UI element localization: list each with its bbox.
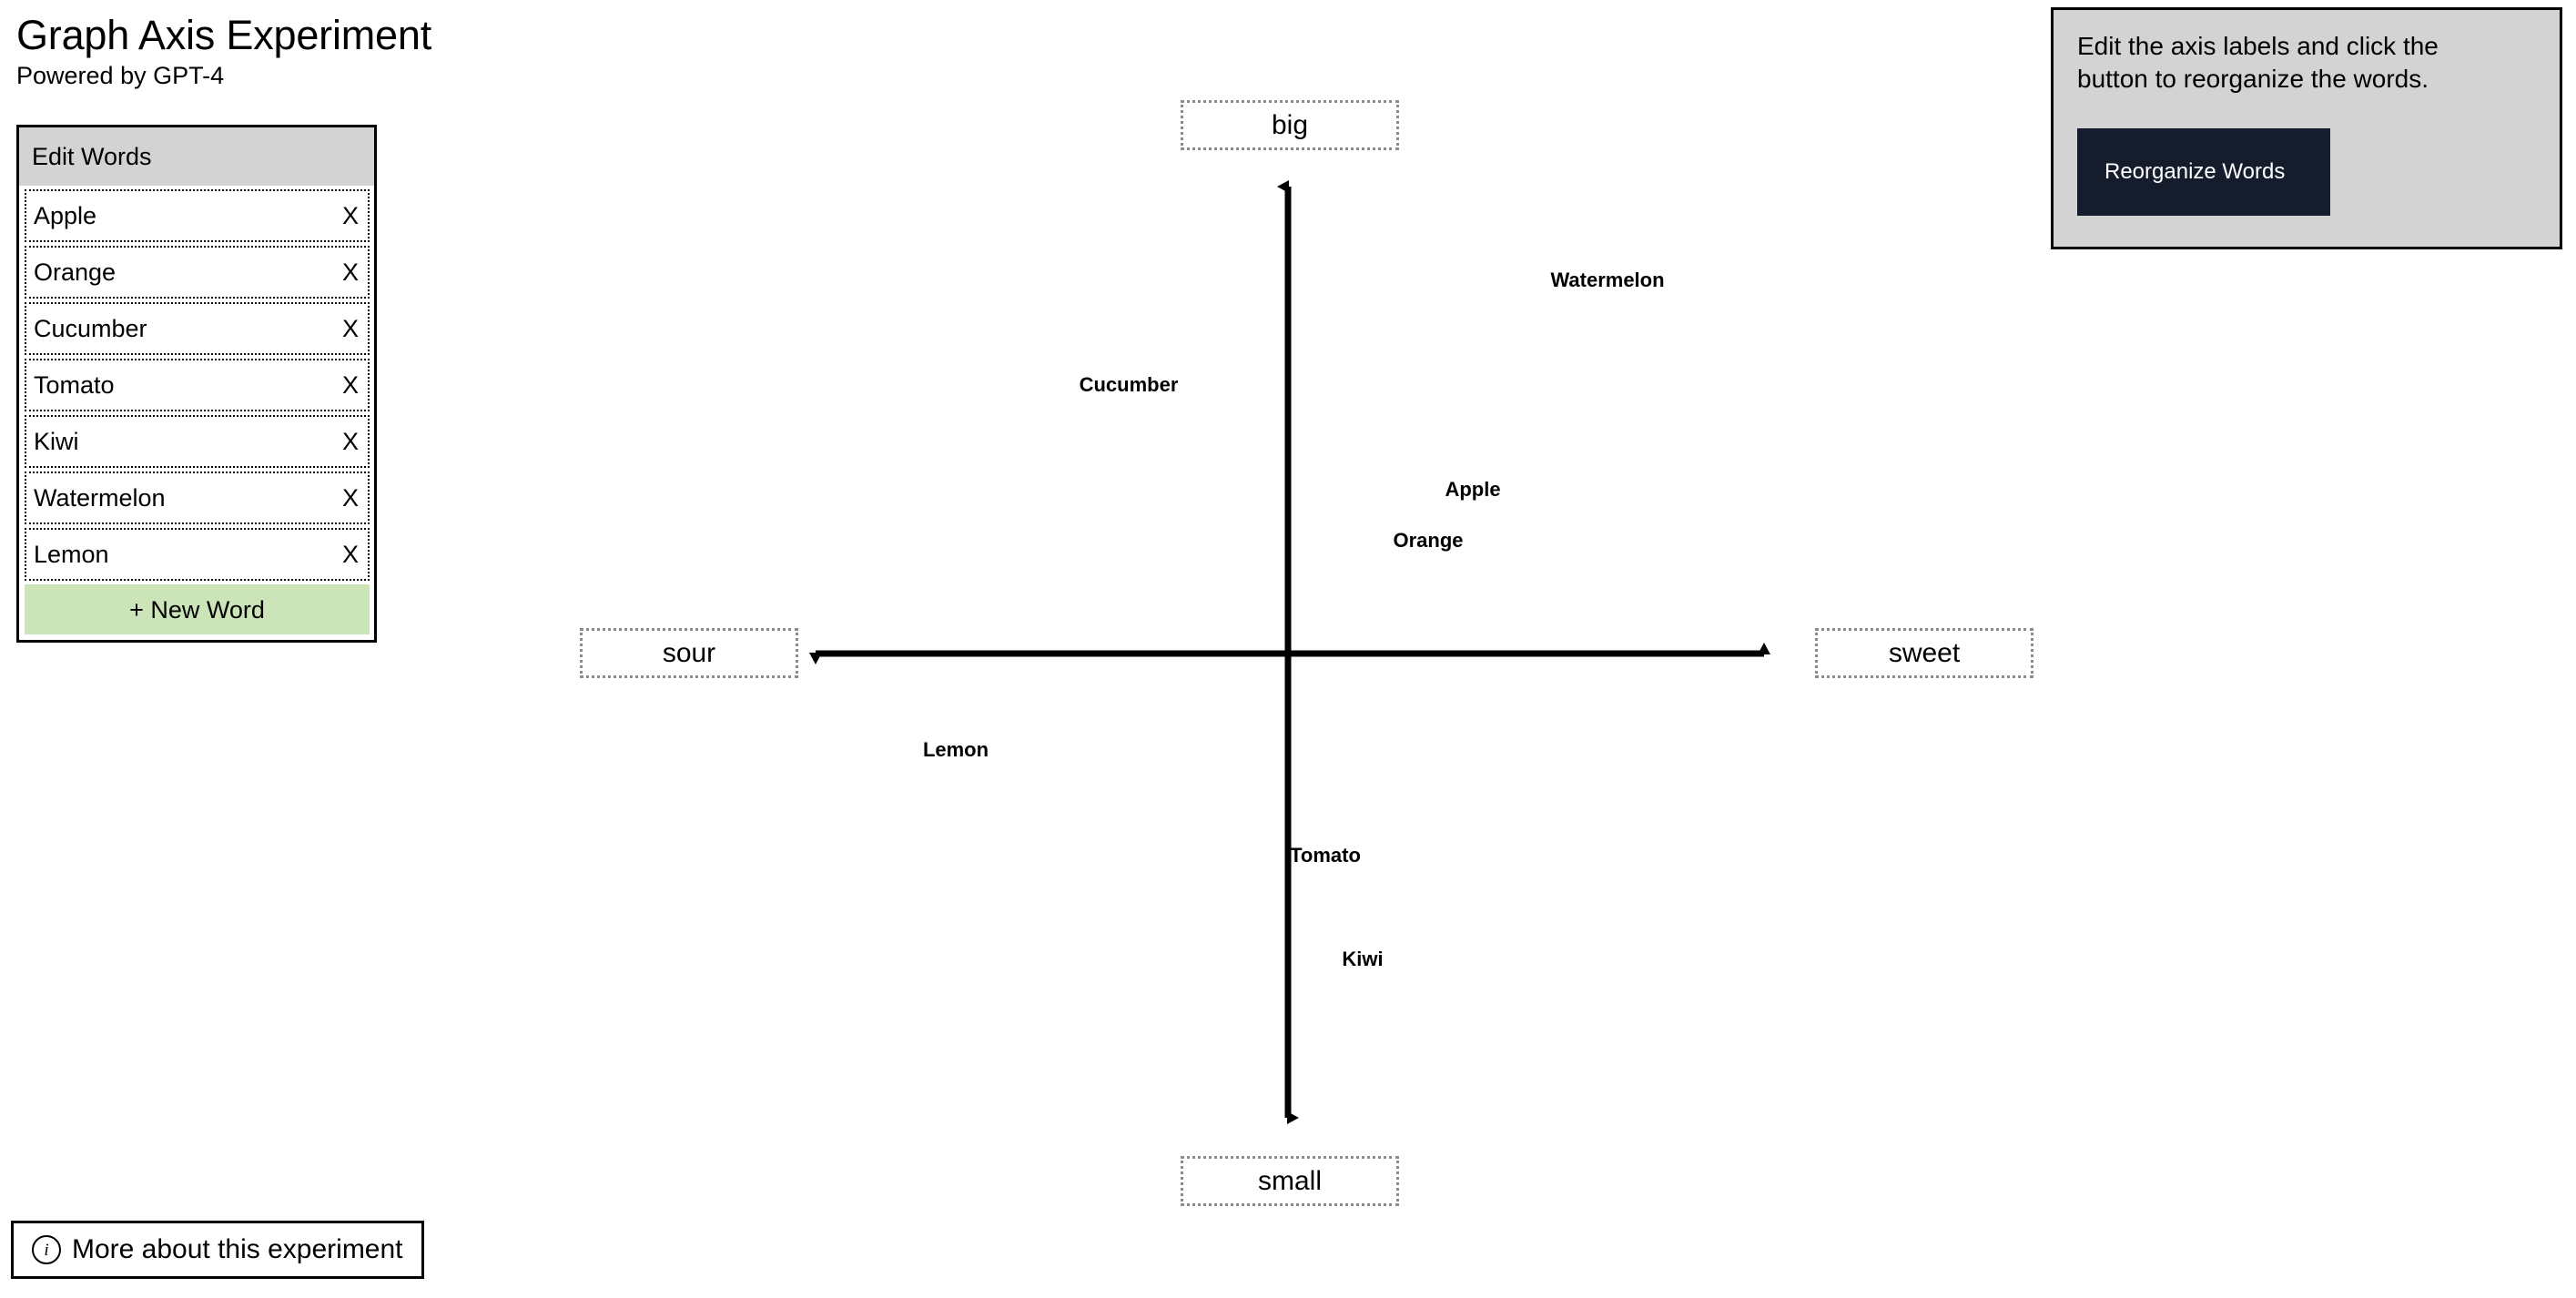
plotted-word: Kiwi: [1342, 948, 1384, 970]
delete-word-icon[interactable]: X: [341, 484, 359, 512]
word-row: Apple X: [25, 189, 370, 242]
axis-label-right[interactable]: sweet: [1815, 628, 2033, 678]
reorganize-words-button[interactable]: Reorganize Words: [2077, 128, 2330, 216]
delete-word-icon[interactable]: X: [341, 428, 359, 455]
more-about-experiment-label: More about this experiment: [72, 1234, 403, 1264]
delete-word-icon[interactable]: X: [341, 541, 359, 568]
plotted-word: Cucumber: [1079, 373, 1179, 396]
page-subtitle: Powered by GPT-4: [16, 62, 225, 89]
word-row: Orange X: [25, 246, 370, 299]
word-row: Lemon X: [25, 528, 370, 581]
word-row-input[interactable]: Cucumber: [34, 315, 147, 342]
control-panel: Edit the axis labels and click the butto…: [2051, 7, 2562, 249]
delete-word-icon[interactable]: X: [341, 315, 359, 342]
delete-word-icon[interactable]: X: [341, 371, 359, 399]
axis-label-left[interactable]: sour: [580, 628, 798, 678]
page-header: Graph Axis Experiment Powered by GPT-4: [16, 13, 431, 91]
page-title: Graph Axis Experiment: [16, 12, 431, 58]
word-row-input[interactable]: Kiwi: [34, 428, 79, 455]
plotted-word: Orange: [1393, 529, 1464, 552]
control-instructions: Edit the axis labels and click the butto…: [2077, 32, 2439, 93]
info-icon: i: [32, 1235, 61, 1264]
plotted-word: Watermelon: [1550, 269, 1665, 291]
axis-label-bottom[interactable]: small: [1181, 1156, 1399, 1206]
word-row: Watermelon X: [25, 472, 370, 524]
word-row-input[interactable]: Orange: [34, 259, 117, 286]
edit-words-header: Edit Words: [19, 127, 374, 186]
word-row: Tomato X: [25, 359, 370, 411]
plotted-word: Lemon: [922, 738, 989, 761]
word-row-input[interactable]: Lemon: [34, 541, 109, 568]
word-row-input[interactable]: Watermelon: [34, 484, 166, 512]
more-about-experiment-button[interactable]: i More about this experiment: [11, 1221, 424, 1279]
axis-label-top[interactable]: big: [1181, 100, 1399, 150]
word-row-input[interactable]: Tomato: [34, 371, 115, 399]
word-row: Kiwi X: [25, 415, 370, 468]
plotted-word: Tomato: [1290, 844, 1361, 867]
plotted-word: Apple: [1445, 478, 1501, 501]
word-row: Cucumber X: [25, 302, 370, 355]
delete-word-icon[interactable]: X: [341, 259, 359, 286]
word-row-input[interactable]: Apple: [34, 202, 97, 229]
add-new-word-button[interactable]: + New Word: [25, 584, 370, 634]
delete-word-icon[interactable]: X: [341, 202, 359, 229]
